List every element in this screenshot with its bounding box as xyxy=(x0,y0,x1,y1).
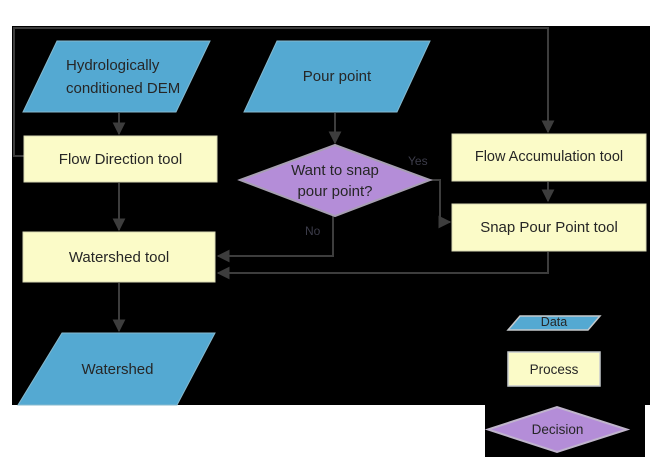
no-edge-label: No xyxy=(305,224,321,238)
legend-process-label: Process xyxy=(529,361,579,377)
legend-data-parallelogram xyxy=(506,315,602,331)
legend-decision-diamond xyxy=(484,405,631,454)
yes-edge-label: Yes xyxy=(408,154,428,168)
watershed-tool-label: Watershed tool xyxy=(68,248,170,266)
legend-process-box xyxy=(507,351,601,387)
flow-direction-box xyxy=(23,135,218,183)
legend-decision-label: Decision xyxy=(531,422,584,437)
decision-label: Want to snap pour point? xyxy=(291,162,379,200)
decision-diamond xyxy=(237,143,433,218)
watershed-parallelogram xyxy=(17,332,216,406)
dem-parallelogram xyxy=(22,40,211,113)
flow-direction-label: Flow Direction tool xyxy=(58,150,183,168)
arrow-decision-no-to-watershed-tool xyxy=(216,216,334,263)
watershed-label: Watershed xyxy=(81,360,154,378)
snap-pour-point-label: Snap Pour Point tool xyxy=(480,219,618,236)
pour-point-label: Pour point xyxy=(302,68,372,85)
watershed-tool-box xyxy=(22,231,216,283)
snap-pour-point-box xyxy=(451,203,647,252)
arrow-decision-yes-to-snap xyxy=(430,179,452,229)
arrow-flow-direction-to-flow-accumulation xyxy=(13,27,555,157)
legend-data-label: Data xyxy=(540,314,568,329)
flow-accumulation-box xyxy=(451,133,647,182)
dem-label: Hydrologically conditioned DEM xyxy=(66,57,181,97)
flow-accumulation-label: Flow Accumulation tool xyxy=(474,149,624,165)
arrow-snap-to-watershed-tool xyxy=(216,252,549,280)
pour-point-parallelogram xyxy=(243,40,431,113)
